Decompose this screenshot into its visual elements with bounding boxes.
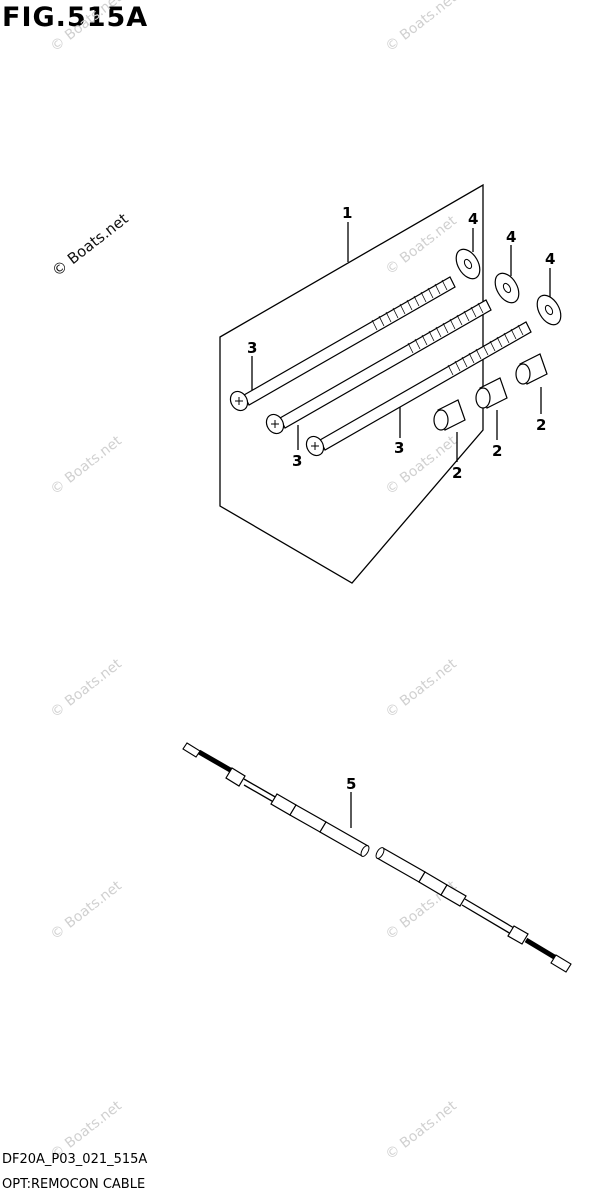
- bolt: [229, 276, 456, 412]
- washer: [494, 272, 520, 304]
- collar: [515, 353, 548, 385]
- watermark: © Boats.net: [48, 656, 126, 722]
- watermark: © Boats.net: [48, 878, 126, 944]
- kit-outline: [219, 183, 484, 584]
- collar: [475, 377, 508, 409]
- callout-label: 3: [292, 452, 302, 470]
- collar: [433, 399, 466, 431]
- diagram-code: DF20A_P03_021_515A: [2, 1152, 148, 1167]
- callout-label: 2: [536, 416, 546, 434]
- remocon-cable: [182, 742, 572, 973]
- figure-title: FIG.515A: [2, 2, 149, 33]
- watermark: © Boats.net: [383, 213, 461, 279]
- leader-lines: [251, 222, 551, 828]
- diagram-caption: OPT:REMOCON CABLE: [2, 1177, 146, 1192]
- bolt: [305, 321, 532, 457]
- bolt: [265, 299, 492, 435]
- washer: [536, 294, 562, 326]
- callout-label: 3: [394, 439, 404, 457]
- callout-label: 4: [545, 250, 555, 268]
- callout-labels: 1 4 4 4 3 3 3 2 2 2 5: [247, 204, 555, 793]
- watermark: © Boats.net: [383, 0, 461, 55]
- watermark-group: © Boats.net © Boats.net © Boats.net © Bo…: [48, 0, 461, 1163]
- watermark: © Boats.net: [48, 0, 126, 55]
- callout-label: 2: [452, 464, 462, 482]
- watermark: © Boats.net: [383, 656, 461, 722]
- watermark: © Boats.net: [48, 433, 126, 499]
- callout-label: 1: [342, 204, 352, 222]
- callout-label: 3: [247, 339, 257, 357]
- callout-label: 5: [346, 775, 356, 793]
- watermark-prominent: © Boats.net: [48, 210, 131, 281]
- callout-label: 4: [506, 228, 516, 246]
- callout-label: 4: [468, 210, 478, 228]
- washer: [455, 248, 481, 280]
- watermark: © Boats.net: [383, 1098, 461, 1164]
- callout-label: 2: [492, 442, 502, 460]
